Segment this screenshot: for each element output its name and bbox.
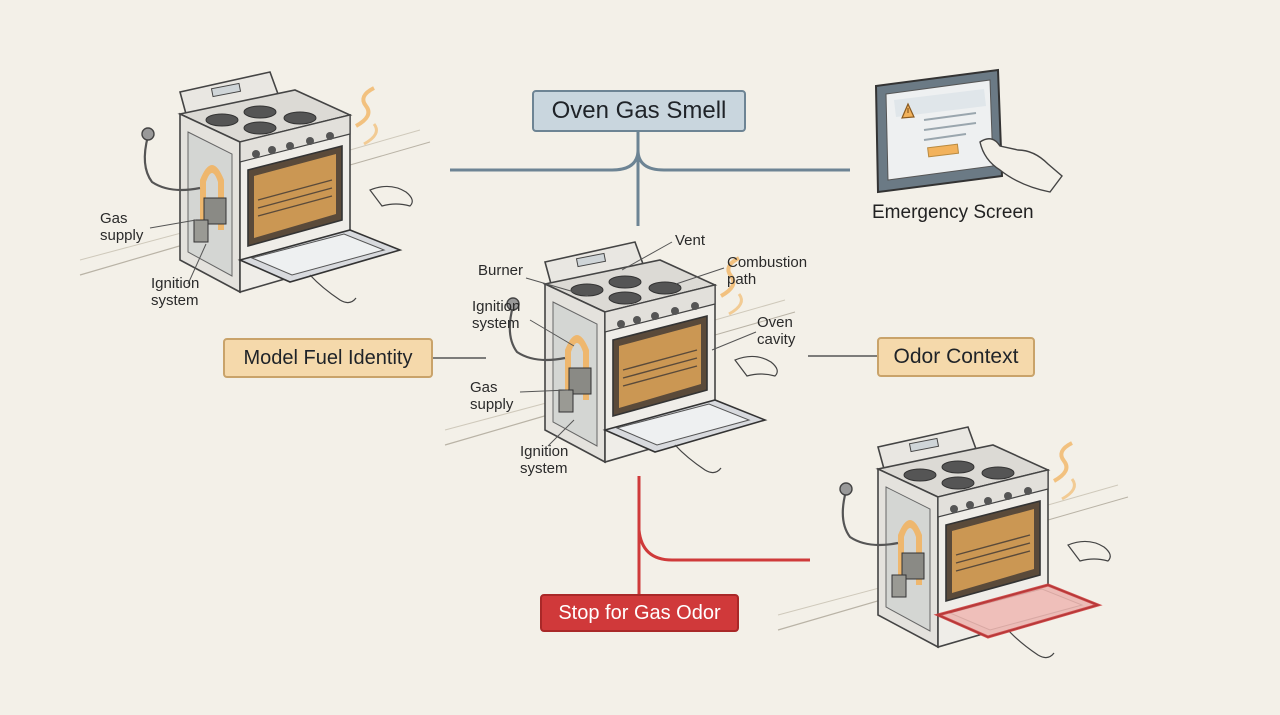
oven-illustration-top-left xyxy=(78,70,432,305)
ignition-system-upper-label: Ignition system xyxy=(472,298,521,332)
combustion-path-label: Combustion path xyxy=(727,254,808,288)
stop-for-gas-odor-node: Stop for Gas Odor xyxy=(540,594,739,632)
oven-illustration-bottom-right xyxy=(776,425,1130,660)
warning-icon xyxy=(901,102,915,119)
oven-cavity-label: Oven cavity xyxy=(757,314,796,348)
tablet-icon xyxy=(874,68,1004,194)
connector-stop xyxy=(637,476,810,594)
hand-icon xyxy=(979,138,1063,193)
ignition-system-lower-label: Ignition system xyxy=(520,443,569,477)
model-fuel-identity-node: Model Fuel Identity xyxy=(223,338,433,378)
vent-label: Vent xyxy=(675,232,706,249)
diagram-title: Oven Gas Smell xyxy=(532,90,746,132)
gas-supply-label: Gas supply xyxy=(100,210,144,244)
burner-label: Burner xyxy=(478,262,524,279)
ignition-system-label: Ignition system xyxy=(151,275,200,309)
connector-title-hub xyxy=(450,132,850,226)
odor-context-node: Odor Context xyxy=(877,337,1035,377)
gas-supply-center-label: Gas supply xyxy=(470,379,514,413)
emergency-screen-caption: Emergency Screen xyxy=(872,202,1034,223)
